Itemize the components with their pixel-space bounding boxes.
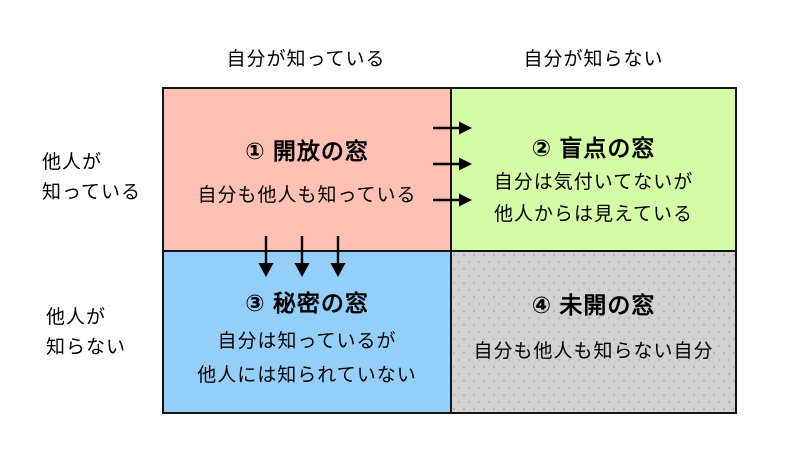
quadrant-blind-description-line1: 自分は気付いてないが [493,172,694,193]
quadrant-unknown-title: ④ 未開の窓 [531,292,656,318]
row-header-others-known-line2: 知っている [42,182,142,203]
quadrant-blind-window: ② 盲点の窓 自分は気付いてないが 他人からは見えている [452,89,735,252]
row-header-others-unknown: 他人が 知らない [46,303,126,363]
quadrant-unknown-description: 自分も他人も知らない自分 [473,341,714,362]
quadrant-hidden-description-line1: 自分は知っているが [217,331,397,352]
quadrant-blind-description-line2: 他人からは見えている [493,204,694,225]
quadrant-hidden-description-line2: 他人には知られていない [197,365,417,386]
row-header-others-known: 他人が 知っている [42,148,141,208]
quadrant-open-window: ① 開放の窓 自分も他人も知っている [164,89,452,252]
column-header-self-unknown: 自分が知らない [523,49,664,70]
quadrant-unknown-window: ④ 未開の窓 自分も他人も知らない自分 [452,252,735,412]
quadrant-open-title: ① 開放の窓 [245,138,369,164]
row-header-others-unknown-line2: 知らない [46,337,127,358]
column-header-self-known: 自分が知っている [226,49,386,70]
johari-grid: ① 開放の窓 自分も他人も知っている ② 盲点の窓 自分は気付いてないが 他人か… [162,87,737,414]
row-header-others-known-line1: 他人が [42,152,103,173]
quadrant-blind-title: ② 盲点の窓 [531,135,656,161]
quadrant-hidden-title: ③ 秘密の窓 [245,290,369,316]
quadrant-hidden-window: ③ 秘密の窓 自分は知っているが 他人には知られていない [164,252,452,412]
row-header-others-unknown-line1: 他人が [46,307,107,328]
quadrant-open-description: 自分も他人も知っている [197,185,417,206]
